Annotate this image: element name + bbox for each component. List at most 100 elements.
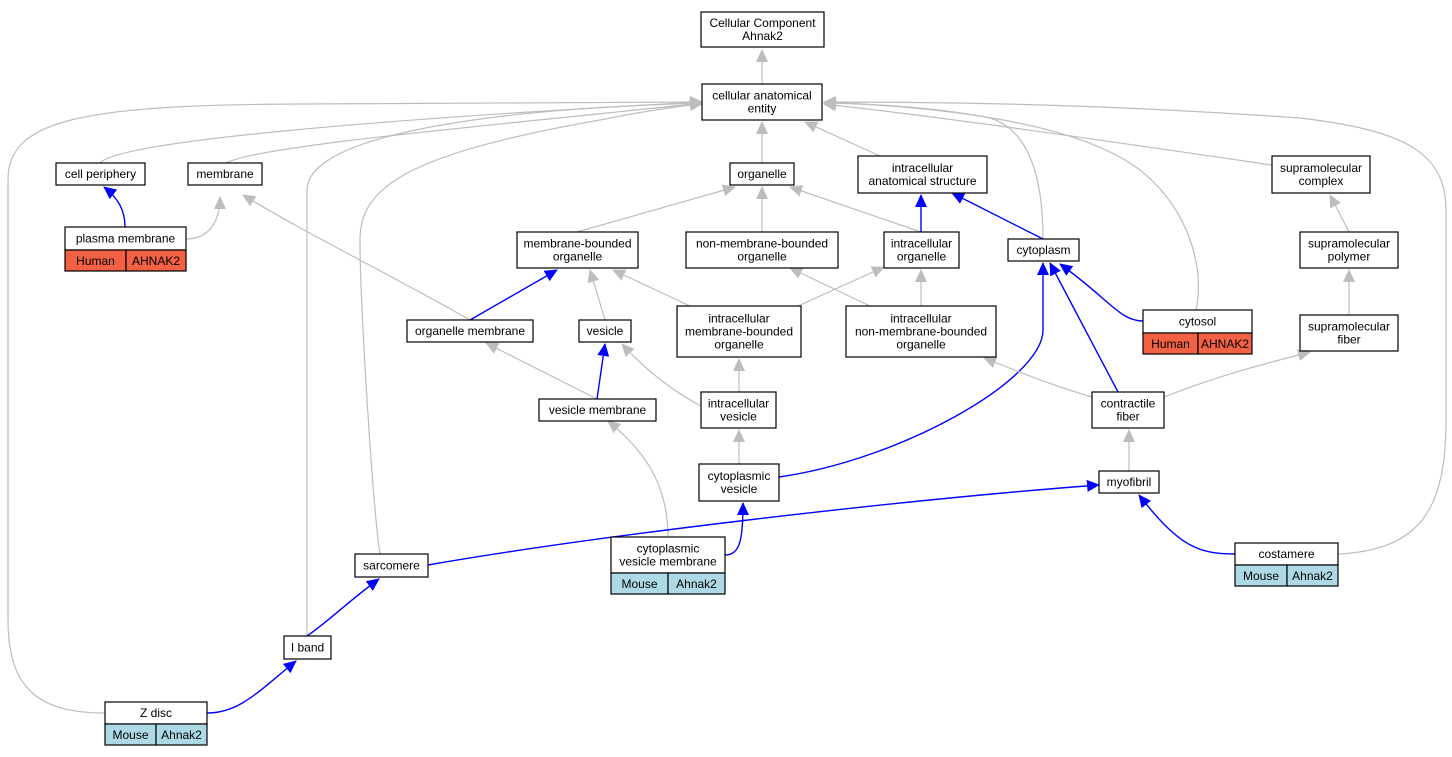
edge-inmbo-is-a-nmbo: [789, 267, 871, 307]
node-label: plasma membrane: [76, 232, 176, 246]
annotation-species: Mouse: [1243, 569, 1279, 583]
node-label: intracellular: [892, 161, 953, 175]
edge-cvm-part-of-cv: [724, 502, 749, 556]
node-box: [857, 155, 988, 194]
annotation-species: Mouse: [621, 577, 657, 591]
edge-sarcomere-part-of-myofibril: [427, 479, 1100, 566]
node-sarcomere[interactable]: sarcomere: [354, 553, 429, 578]
edge-vm-is-a-om: [485, 342, 598, 400]
node-membrane[interactable]: membrane: [187, 162, 263, 186]
node-box: [883, 231, 960, 269]
node-label: organelle: [737, 250, 787, 264]
edge-zdisc-part-of-iband: [206, 660, 297, 714]
node-label: cytoplasmic: [637, 542, 700, 556]
node-label: vesicle membrane: [549, 403, 647, 417]
node-label: vesicle: [721, 482, 758, 496]
edge-cf-part-of-cytoplasm: [1049, 262, 1119, 393]
node-label: intracellular: [891, 237, 952, 251]
node-label: complex: [1299, 174, 1344, 188]
node-label: membrane-bounded: [523, 237, 631, 251]
edge-costamere-part-of-myofibril: [1138, 494, 1236, 555]
node-vesicle[interactable]: vesicle: [578, 319, 632, 343]
edge-cf-is-a-inmbo: [983, 356, 1093, 398]
node-om[interactable]: organelle membrane: [406, 319, 534, 343]
edge-ias-is-a-cae: [804, 121, 881, 157]
node-box: [729, 162, 795, 186]
node-label: intracellular: [708, 397, 769, 411]
edge-io-is-a-organelle: [789, 185, 922, 233]
node-label: vesicle: [720, 410, 757, 424]
node-label: non-membrane-bounded: [855, 325, 987, 339]
annotation-gene: Ahnak2: [676, 577, 717, 591]
edge-iv-is-a-vesicle: [621, 343, 702, 407]
edge-cf-is-a-supfiber: [1163, 349, 1311, 398]
edge-costamere-is-a-cae: [823, 96, 1447, 555]
annotation-gene-cell: [1197, 332, 1253, 355]
annotation-gene-cell: [125, 249, 187, 272]
edge-membrane-is-a-cae: [225, 98, 703, 164]
node-label: myofibril: [1107, 475, 1152, 489]
node-box: [55, 162, 146, 186]
edge-zdisc-is-a-cae: [7, 96, 703, 714]
node-box: [578, 319, 632, 343]
node-label: intracellular: [890, 312, 951, 326]
node-label: cytoplasm: [1016, 243, 1070, 257]
annotation-species: Mouse: [112, 728, 148, 742]
node-label: sarcomere: [363, 559, 420, 573]
edge-cytosol-is-a-cae: [823, 96, 1200, 311]
node-cellper[interactable]: cell periphery: [55, 162, 146, 186]
edge-suppolymer-is-a-supcomplex: [1329, 194, 1350, 233]
node-box: [1271, 155, 1371, 194]
node-label: entity: [748, 102, 777, 116]
node-box: [610, 536, 726, 574]
node-label: organelle: [737, 167, 787, 181]
edge-imbo-is-a-mbo: [612, 269, 691, 307]
node-label: supramolecular: [1308, 237, 1390, 251]
node-label: Z disc: [140, 706, 172, 720]
edge-om-is-a-membrane: [242, 194, 471, 321]
node-label: polymer: [1328, 250, 1371, 264]
annotation-gene: AHNAK2: [1201, 337, 1249, 351]
node-box: [685, 231, 839, 269]
node-box: [1098, 470, 1160, 494]
edge-om-part-of-mbo: [469, 269, 558, 321]
node-cytoplasm[interactable]: cytoplasm: [1007, 238, 1080, 262]
node-label: supramolecular: [1308, 320, 1390, 334]
node-label: cell periphery: [65, 167, 136, 181]
edge-cytoplasm-part-of-ias: [951, 192, 1044, 240]
node-label: I band: [291, 641, 324, 655]
edge-sarcomere-is-a-cae: [359, 99, 703, 555]
edge-cvm-is-a-vm: [607, 420, 669, 538]
node-inmbo[interactable]: intracellularnon-membrane-boundedorganel…: [845, 305, 997, 358]
node-box: [538, 398, 657, 422]
node-organelle[interactable]: organelle: [729, 162, 795, 186]
node-myofibril[interactable]: myofibril: [1098, 470, 1160, 494]
node-label: Cellular Component: [709, 16, 816, 30]
node-vm[interactable]: vesicle membrane: [538, 398, 657, 422]
annotation-gene-cell: [155, 723, 208, 746]
node-label: membrane: [196, 167, 254, 181]
annotation-species: Human: [76, 254, 115, 268]
node-iband[interactable]: I band: [283, 635, 332, 660]
node-label: organelle: [896, 338, 946, 352]
